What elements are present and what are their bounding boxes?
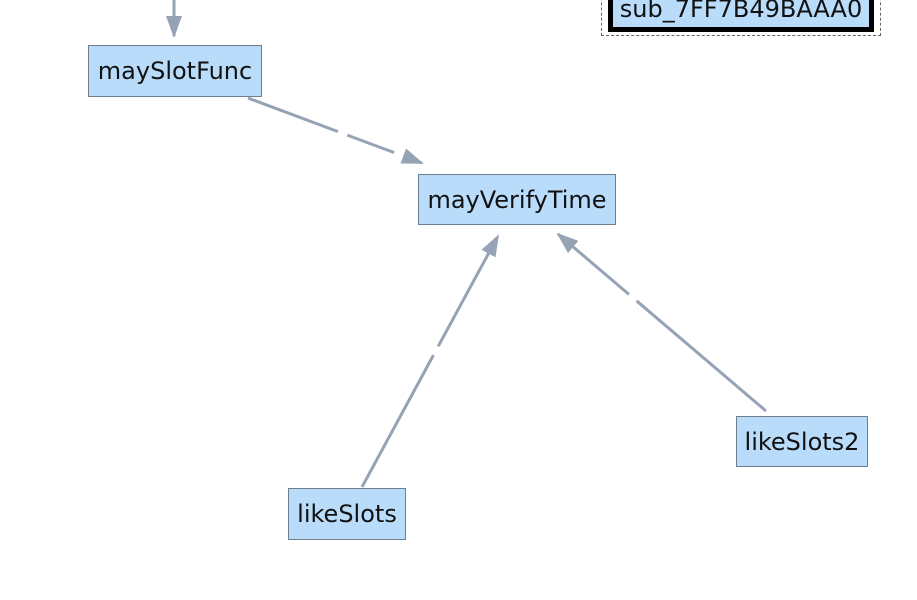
node-likeslots-label: likeSlots (297, 500, 397, 528)
node-mayverifytime-label: mayVerifyTime (427, 185, 607, 214)
node-likeslots2-label: likeSlots2 (744, 427, 860, 456)
edge-likeslots2-to-mayverifytime (556, 232, 767, 413)
node-likeslots[interactable]: likeSlots (288, 488, 406, 540)
edge-mayslotfunc-to-mayverifytime (247, 96, 424, 165)
node-selected-sub[interactable]: sub_7FF7B49BAAA0 (608, 0, 874, 32)
node-selected-sub-label: sub_7FF7B49BAAA0 (619, 0, 863, 23)
selection-frame (601, 0, 881, 36)
node-likeslots2[interactable]: likeSlots2 (736, 416, 868, 467)
node-mayverifytime[interactable]: mayVerifyTime (418, 174, 616, 225)
node-mayslotfunc-label: maySlotFunc (97, 57, 253, 85)
edge-likeslots-to-mayverifytime (360, 234, 500, 488)
node-mayslotfunc[interactable]: maySlotFunc (88, 45, 262, 97)
